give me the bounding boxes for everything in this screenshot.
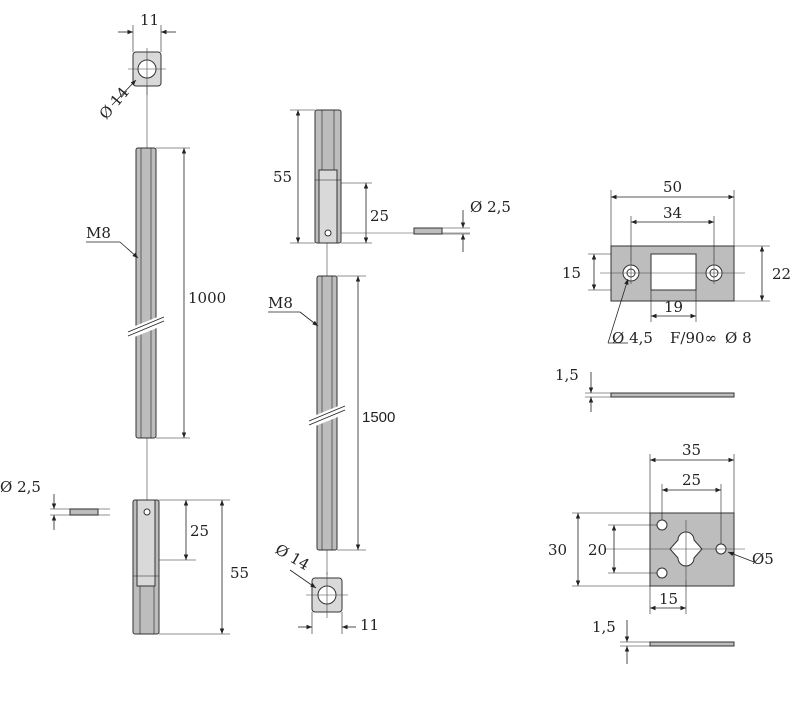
left-end-piece (132, 499, 160, 635)
mid-top-length-label: 55 (273, 168, 292, 186)
plate1-width-label: 50 (663, 178, 682, 196)
middle-assembly: 55 25 Ø 2,5 M8 (268, 109, 511, 634)
plate1-height-left-label: 15 (562, 264, 581, 282)
plate2-height-outer-label: 30 (548, 541, 567, 559)
mid-pin (413, 227, 443, 235)
plate1-hole2-label: Ø 8 (725, 329, 752, 347)
left-rod-length-label: 1000 (188, 289, 226, 307)
plate2-width-label: 35 (682, 441, 701, 459)
mid-rod (306, 275, 348, 551)
plate1-slot-label: 19 (664, 298, 683, 316)
plate2-inner-label: 25 (682, 471, 701, 489)
plate2-height-inner-label: 20 (588, 541, 607, 559)
mid-bottom-ring (306, 572, 348, 618)
plate2-side-view: 1,5 (592, 618, 735, 664)
left-end-length-label: 55 (230, 564, 249, 582)
left-pin (69, 508, 99, 516)
plate2-hole-label: Ø5 (752, 550, 774, 568)
left-pin-slot-label: 25 (190, 522, 209, 540)
left-assembly: 11 Ø 14 M8 1000 Ø 2,5 (0, 11, 249, 635)
left-pin-diameter-label: Ø 2,5 (0, 478, 41, 496)
plate1-thickness-label: 1,5 (555, 366, 579, 384)
mid-top-end-piece (314, 109, 342, 244)
plate1-inner-label: 34 (663, 204, 682, 222)
top-left-width-label: 11 (140, 11, 159, 29)
top-ring-left (128, 48, 166, 95)
plate2-thickness-label: 1,5 (592, 618, 616, 636)
strike-plate-1: 50 34 15 22 19 Ø 4,5 F/90∞ Ø 8 (562, 178, 791, 347)
mid-pin-diameter-label: Ø 2,5 (470, 198, 511, 216)
plate1-side-view: 1,5 (555, 366, 735, 412)
plate2-offset-label: 15 (659, 590, 678, 608)
mid-bottom-width-label: 11 (360, 616, 379, 634)
plate1-note-label: F/90∞ (670, 329, 717, 347)
mid-rod-length-label: 1500 (362, 409, 395, 426)
strike-plate-2: 35 25 30 20 Ø5 15 (548, 441, 774, 614)
mid-bottom-diameter-label: Ø 14 (272, 540, 312, 574)
left-rod (125, 147, 167, 439)
mid-rod-thread-label: M8 (268, 294, 293, 312)
mid-top-slot-label: 25 (370, 207, 389, 225)
plate1-hole-label: Ø 4,5 (612, 329, 653, 347)
left-rod-thread-label: M8 (86, 224, 111, 242)
plate1-height-right-label: 22 (772, 265, 791, 283)
